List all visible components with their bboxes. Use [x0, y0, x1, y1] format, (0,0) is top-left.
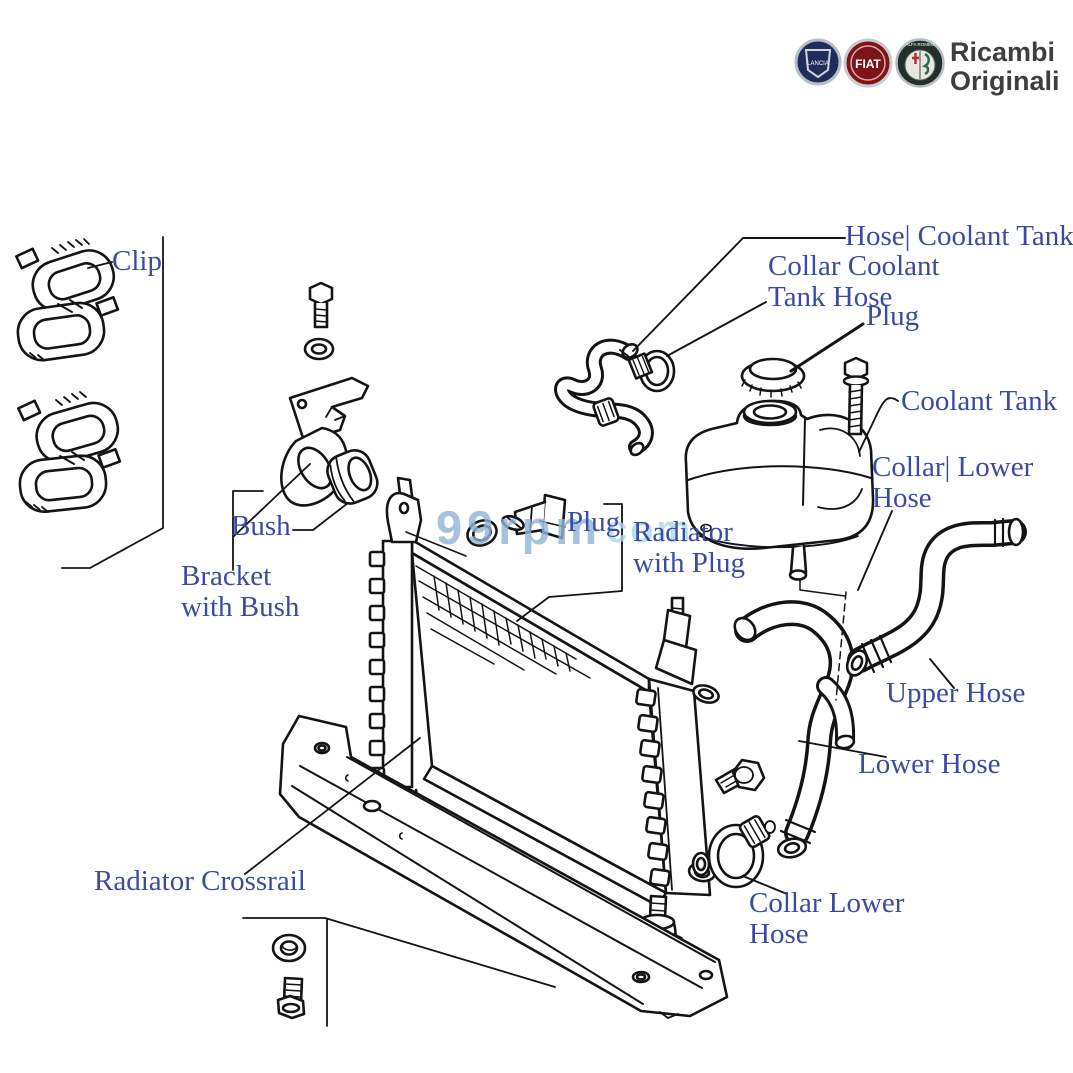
- leader-lines: [87, 237, 955, 895]
- plug-leader-line: [405, 520, 566, 557]
- radiator-plug-part: [466, 493, 567, 547]
- label-upper-hose: Upper Hose: [886, 677, 1026, 709]
- bracket-leader-line: [232, 463, 311, 571]
- svg-text:FIAT: FIAT: [855, 57, 881, 71]
- svg-text:ALFA ROMEO: ALFA ROMEO: [905, 42, 935, 47]
- label-bush: Bush: [231, 510, 291, 542]
- bush-part: [326, 449, 379, 505]
- label-plug-top: Plug: [866, 300, 920, 332]
- bolt-bracket: [308, 281, 334, 329]
- washer-bracket: [303, 337, 335, 361]
- clip-group-bracket-line: [61, 236, 164, 569]
- label-collar-coolant-tank-hose: Collar Coolant Tank Hose: [768, 250, 940, 313]
- radiator-with-plug-bracket-line: [516, 503, 623, 622]
- lancia-logo: LANCIA: [794, 38, 842, 86]
- collar-coolant-tank-hose-part: [619, 349, 676, 393]
- label-collar-lower-hose: Collar| Lower Hose: [872, 451, 1034, 514]
- fiat-logo: FIAT: [843, 38, 893, 88]
- coolant-tank-hose-part: [554, 338, 654, 457]
- assembly-centerline: [835, 591, 847, 701]
- bracket-with-bush-part: [280, 376, 370, 507]
- bolt-lower: [714, 758, 766, 795]
- clip-part-upper: [15, 238, 120, 362]
- brand-wordmark: Ricambi Originali: [950, 38, 1060, 96]
- clip-part-lower: [17, 391, 122, 513]
- bush-leader-line: [292, 502, 349, 531]
- bolt-coolant-tank: [842, 356, 870, 436]
- brand-line2: Originali: [950, 66, 1060, 96]
- label-bracket-with-bush: Bracket with Bush: [181, 560, 300, 623]
- bolt-crossrail: [276, 976, 306, 1020]
- label-radiator-with-plug: Radiator with Plug: [633, 516, 745, 579]
- label-coolant-tank: Coolant Tank: [901, 385, 1058, 417]
- label-hose-coolant-tank: Hose| Coolant Tank: [845, 220, 1073, 252]
- label-plug: Plug: [567, 506, 621, 538]
- svg-text:LANCIA: LANCIA: [807, 61, 829, 67]
- coolant-tank-part: [684, 399, 875, 597]
- label-radiator-crossrail: Radiator Crossrail: [94, 865, 306, 897]
- label-collar-lower-hose-bottom: Collar Lower Hose: [749, 887, 905, 950]
- alfa-romeo-logo: ALFA ROMEO: [895, 38, 945, 88]
- crossrail-leader-lines: [242, 737, 556, 1027]
- radiator: [368, 476, 720, 960]
- radiator-crossrail-part: [278, 714, 729, 1019]
- brand-logos: LANCIA FIAT ALFA ROMEO: [794, 38, 945, 88]
- plug-cap-part: [740, 357, 806, 398]
- upper-hose-part: [845, 517, 1027, 677]
- brand-line1: Ricambi: [950, 37, 1056, 67]
- label-clip: Clip: [112, 245, 162, 277]
- washer-crossrail: [271, 933, 307, 963]
- collar-lower-hose-part: [691, 815, 776, 889]
- label-lower-hose: Lower Hose: [858, 748, 1001, 780]
